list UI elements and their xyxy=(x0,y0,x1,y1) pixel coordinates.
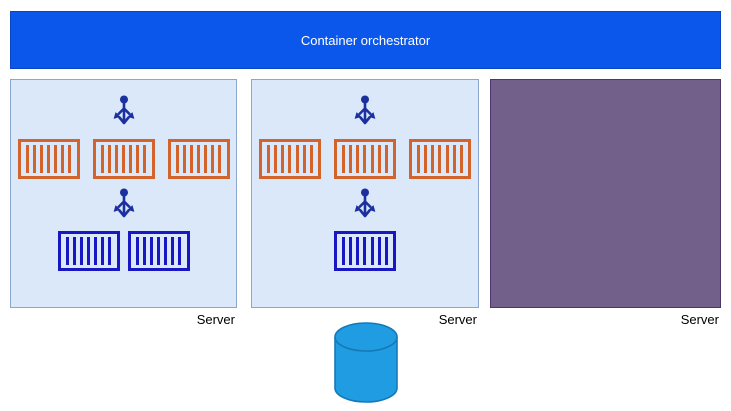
app-containers-row xyxy=(17,139,230,179)
container-icon xyxy=(409,139,471,179)
container-orchestrator-box: Container orchestrator xyxy=(10,11,721,69)
container-icon xyxy=(259,139,321,179)
db-containers-row xyxy=(334,231,396,271)
load-balancer-icon xyxy=(111,188,136,218)
container-icon xyxy=(127,231,190,271)
database-cylinder-icon xyxy=(334,322,398,403)
container-icon xyxy=(167,139,230,179)
server-box-3 xyxy=(490,79,721,308)
container-icon xyxy=(17,139,80,179)
db-containers-row xyxy=(57,231,190,271)
server-box-2 xyxy=(251,79,479,308)
server-label-2: Server xyxy=(438,312,477,327)
app-containers-row xyxy=(259,139,471,179)
container-icon xyxy=(57,231,120,271)
server-box-1 xyxy=(10,79,237,308)
container-icon xyxy=(334,231,396,271)
server-label-1: Server xyxy=(196,312,235,327)
server-label-3: Server xyxy=(680,312,719,327)
container-icon xyxy=(92,139,155,179)
load-balancer-icon xyxy=(111,95,136,125)
load-balancer-icon xyxy=(353,188,377,218)
container-icon xyxy=(334,139,396,179)
container-orchestrator-label: Container orchestrator xyxy=(300,32,431,48)
load-balancer-icon xyxy=(353,95,377,125)
